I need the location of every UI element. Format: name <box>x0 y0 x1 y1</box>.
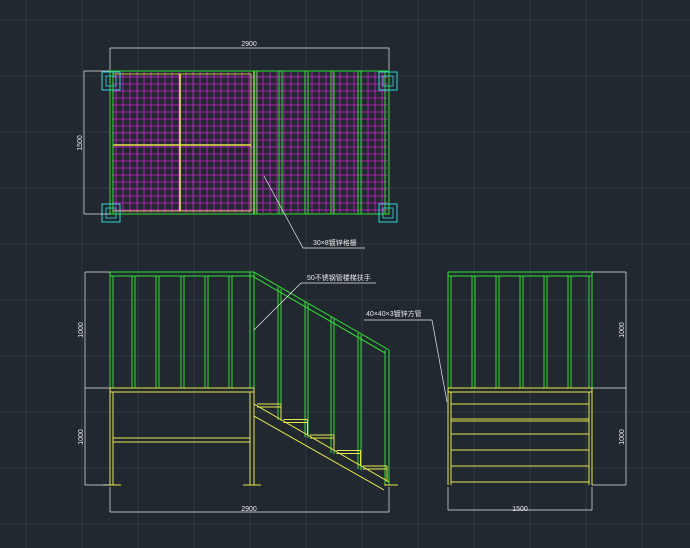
front-platform-frame <box>103 387 398 491</box>
side-guardrail <box>447 271 593 388</box>
column-cap <box>378 71 398 91</box>
grating-annotation: 30×8镀锌格栅 <box>313 238 357 247</box>
square-tube-leader <box>364 319 448 403</box>
front-elevation: 1000 1000 2900 50不锈钢管楼梯扶手 <box>78 271 398 513</box>
square-tube-annotation: 40×40×3镀锌方管 <box>366 309 422 318</box>
column-caps <box>101 71 398 223</box>
column-post <box>105 75 117 87</box>
front-guardrail <box>109 271 390 485</box>
column-post <box>105 207 117 219</box>
side-elevation: 1000 1000 1500 40×40×3镀锌方管 <box>364 271 627 513</box>
column-cap <box>101 203 121 223</box>
column-cap <box>101 71 121 91</box>
side-dimensions <box>447 271 627 511</box>
elevation-width-dimension: 2900 <box>241 506 257 513</box>
plan-view: 2900 1500 30×8镀锌格栅 <box>77 41 398 249</box>
plan-frame-inner <box>112 73 252 212</box>
platform-height-dimension: 1000 <box>78 429 85 445</box>
column-cap <box>378 203 398 223</box>
column-post <box>382 75 394 87</box>
plan-depth-dimension: 1500 <box>77 135 84 151</box>
rail-height-dimension: 1000 <box>78 322 85 338</box>
grating-leader <box>263 175 365 249</box>
stair-treads <box>257 403 388 482</box>
side-rail-height-dimension: 1000 <box>619 322 626 338</box>
side-platform-height-dimension: 1000 <box>619 429 626 445</box>
column-post <box>382 207 394 219</box>
grating-panels <box>112 72 388 213</box>
handrail-annotation: 50不锈钢管楼梯扶手 <box>307 273 371 282</box>
side-platform-frame <box>447 387 593 485</box>
plan-width-dimension: 2900 <box>241 41 257 48</box>
handrail-leader <box>253 282 376 331</box>
front-dimensions <box>84 271 390 513</box>
side-width-dimension: 1500 <box>512 506 528 513</box>
plan-dimensions <box>83 47 390 215</box>
plan-rails <box>109 70 390 215</box>
